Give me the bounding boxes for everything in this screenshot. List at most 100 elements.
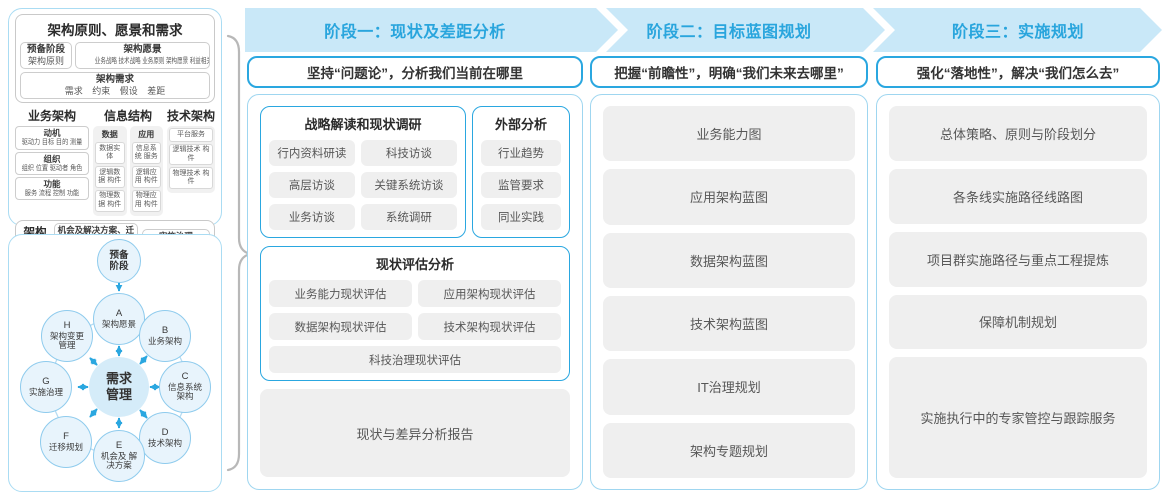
motivation-box: 动机 驱动力 目标 目的 测量	[15, 126, 89, 150]
phase-2-slogan: 把握“前瞻性”，明确“我们未来去哪里”	[590, 56, 868, 88]
principles-panel-title: 架构原则、愿景和需求	[47, 23, 183, 38]
adm-node-a: A 架构愿景	[93, 293, 145, 345]
organization-box: 组织 组织 位置 驱动者 角色	[15, 151, 89, 175]
adm-node-letter: F	[63, 430, 69, 442]
prep-phase-sub: 架构原则	[27, 55, 64, 66]
prep-phase-header: 预备阶段	[26, 44, 65, 55]
phase-1-title: 阶段一：现状及差距分析	[324, 24, 506, 41]
adm-node-label: 迁移规划	[48, 441, 83, 452]
adm-cycle-panel: 预备阶段 A 架构愿景 B 业务架构 C 信息系统 架构 D 技术架构 E 机会…	[8, 234, 222, 492]
motivation-header: 动机	[43, 128, 61, 139]
current-assessment-box: 现状评估分析 业务能力现状评估 应用架构现状评估 数据架构现状评估 技术架构现状…	[260, 246, 570, 381]
gap-analysis-report-box: 现状与差异分析报告	[260, 389, 570, 477]
adm-node-g: G 实施治理	[20, 361, 72, 413]
current-assessment-title: 现状评估分析	[375, 257, 454, 272]
adm-node-b: B 业务架构	[139, 310, 191, 362]
strategy-research-box: 战略解读和现状调研 行内资料研读 科技访谈 高层访谈 关键系统访谈 业务访谈 系…	[260, 106, 466, 238]
adm-node-letter: D	[161, 426, 169, 438]
organization-sub: 组织 位置 驱动者 角色	[21, 164, 83, 172]
adm-node-letter: B	[161, 324, 169, 336]
strategy-chip: 关键系统访谈	[360, 172, 457, 198]
strategy-chip: 行内资料研读	[269, 140, 355, 166]
phase-2-deliverable: IT治理规划	[603, 359, 855, 415]
data-group: 数据 数据实体 逻辑数据 构件 物理数据 构件	[93, 126, 127, 216]
application-group: 应用 信息系统 服务 逻辑应用 构件 物理应用 构件	[129, 126, 163, 216]
phase-2-deliverable: 业务能力图	[603, 106, 855, 162]
prep-phase-box: 预备阶段 架构原则	[20, 42, 72, 70]
phase-2-deliverable: 技术架构蓝图	[603, 295, 855, 352]
adm-node-label: 机会及 解决方案	[100, 450, 138, 471]
architecture-requirements-sub: 需求 约束 假设 差距	[64, 86, 166, 96]
external-chip: 同业实践	[481, 204, 561, 230]
phase-2-title: 阶段二：目标蓝图规划	[646, 24, 812, 41]
phase-3-slogan: 强化“落地性”，解决“我们怎么去”	[876, 56, 1160, 88]
adm-node-label: 架构变更 管理	[49, 330, 84, 351]
phase-2-deliverable: 数据架构蓝图	[603, 232, 855, 288]
phase-band	[245, 8, 1162, 52]
business-architecture-header: 业务架构	[27, 109, 76, 124]
technology-architecture-header: 技术架构	[167, 109, 216, 124]
adm-node-letter: G	[42, 375, 50, 387]
external-chip: 行业趋势	[481, 140, 561, 166]
phase-2-deliverable: 架构专题规划	[603, 422, 855, 478]
phase-3-deliverable: 各条线实施路径线路图	[889, 168, 1147, 224]
function-sub: 服务 流程 控制 功能	[24, 190, 80, 197]
adm-node-e: E 机会及 解决方案	[93, 430, 145, 482]
strategy-research-title: 战略解读和现状调研	[304, 117, 422, 132]
assessment-chip: 业务能力现状评估	[269, 280, 412, 307]
strategy-chip: 系统调研	[360, 204, 457, 230]
external-analysis-box: 外部分析 行业趋势 监管要求 同业实践	[472, 106, 570, 238]
phase-2-content-panel: 业务能力图 应用架构蓝图 数据架构蓝图 技术架构蓝图 IT治理规划 架构专题规划	[590, 94, 868, 490]
assessment-chip: 应用架构现状评估	[418, 280, 561, 307]
phase-3-deliverable: 实施执行中的专家管控与跟踪服务	[889, 357, 1147, 479]
strategy-chip: 业务访谈	[269, 204, 355, 230]
adm-node-label: 技术架构	[147, 437, 182, 448]
data-item: 数据实体	[95, 142, 125, 165]
architecture-requirements-box: 架构需求 需求 约束 假设 差距	[20, 72, 210, 100]
data-item: 逻辑数据 构件	[95, 166, 125, 188]
data-item: 物理数据 构件	[95, 189, 125, 212]
external-chip: 监管要求	[481, 172, 561, 198]
phase-3-deliverable: 保障机制规划	[889, 294, 1147, 350]
adm-node-label: 架构愿景	[101, 318, 136, 329]
architecture-vision-sub: 业务战略 技术战略 业务原则 架构愿景 利益相关者	[94, 55, 210, 65]
architecture-vision-header: 架构愿景	[123, 44, 162, 55]
technology-item: 逻辑技术 构件	[169, 143, 213, 166]
application-item: 物理应用 构件	[131, 189, 161, 212]
adm-node-letter: A	[115, 307, 123, 319]
strategy-chip: 科技访谈	[360, 140, 457, 166]
adm-node-label: 信息系统 架构	[167, 381, 202, 402]
function-header: 功能	[43, 178, 61, 189]
information-structure-column: 信息结构 数据 数据实体 逻辑数据 构件 物理数据 构件 应用 信息系统 服务 …	[93, 107, 163, 216]
architecture-vision-box: 架构愿景 业务战略 技术战略 业务原则 架构愿景 利益相关者	[75, 42, 210, 70]
business-architecture-column: 业务架构 动机 驱动力 目标 目的 测量 组织 组织 位置 驱动者 角色 功能 …	[15, 107, 89, 215]
principles-vision-requirements-box: 架构原则、愿景和需求 预备阶段 架构原则 架构愿景 业务战略 技术战略 业务原则…	[15, 14, 215, 104]
adm-node-h: H 架构变更 管理	[41, 310, 93, 362]
phase-3-deliverable: 项目群实施路径与重点工程提炼	[889, 231, 1147, 287]
application-item: 信息系统 服务	[131, 142, 161, 165]
technology-item: 平台服务	[169, 128, 213, 142]
phase-3-content-panel: 总体策略、原则与阶段划分 各条线实施路径线路图 项目群实施路径与重点工程提炼 保…	[876, 94, 1160, 490]
requirements-management-label: 需求管理	[105, 370, 132, 402]
prep-phase-circle-label: 预备阶段	[109, 249, 129, 272]
assessment-chip-full: 科技治理现状评估	[269, 346, 561, 373]
architecture-requirements-header: 架构需求	[95, 74, 134, 86]
phase-3-title: 阶段三：实施规划	[951, 24, 1084, 41]
strategy-chip: 高层访谈	[269, 172, 355, 198]
adm-node-letter: E	[115, 439, 123, 451]
phase-3-deliverable: 总体策略、原则与阶段划分	[889, 106, 1147, 161]
application-item: 逻辑应用 构件	[131, 166, 161, 188]
adm-node-d: D 技术架构	[139, 412, 191, 464]
adm-node-f: F 迁移规划	[40, 416, 92, 468]
organization-header: 组织	[43, 153, 61, 164]
architecture-content-panel: 架构原则、愿景和需求 预备阶段 架构原则 架构愿景 业务战略 技术战略 业务原则…	[8, 8, 222, 262]
phase-1-content-panel: 战略解读和现状调研 行内资料研读 科技访谈 高层访谈 关键系统访谈 业务访谈 系…	[247, 94, 583, 490]
technology-item: 物理技术 构件	[169, 167, 213, 190]
phase-1-slogan: 坚持“问题论”，分析我们当前在哪里	[247, 56, 583, 88]
adm-node-letter: C	[181, 370, 189, 382]
prep-phase-circle: 预备阶段	[97, 239, 141, 283]
technology-group: 平台服务 逻辑技术 构件 物理技术 构件	[167, 126, 215, 194]
data-group-header: 数据	[101, 130, 118, 140]
technology-architecture-column: 技术架构 平台服务 逻辑技术 构件 物理技术 构件	[167, 107, 215, 215]
